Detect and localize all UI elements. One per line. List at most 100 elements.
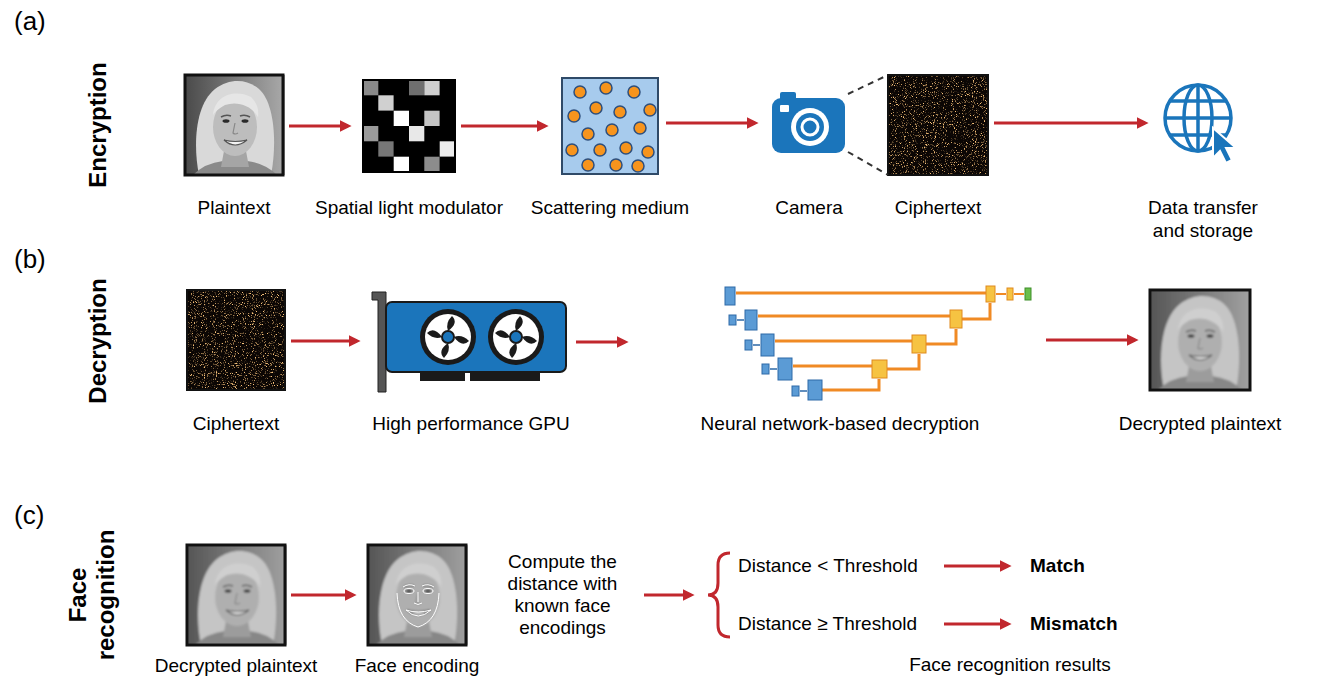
camera-lens: [791, 108, 829, 146]
unet-diagram: [725, 286, 1031, 400]
panel-letter: (a): [14, 6, 46, 37]
encoder-block: [808, 380, 822, 400]
slm-pixel: [409, 126, 424, 141]
camera-icon: [772, 92, 845, 153]
slm-frame: [363, 80, 455, 172]
slm-pixel: [363, 80, 378, 95]
speckle-ground: [187, 290, 285, 390]
slm-pixel: [363, 126, 378, 141]
decoder-block: [872, 360, 887, 378]
scatterer: [582, 159, 594, 171]
scatterer: [566, 144, 578, 156]
flow-arrow: [289, 125, 348, 128]
skip-connection: [775, 340, 912, 343]
haze: [187, 545, 287, 645]
node-caption: Data transfer and storage: [1133, 196, 1273, 242]
face-photo: [185, 75, 285, 175]
encoder-block: [761, 334, 774, 356]
gpu-connector: [470, 372, 540, 381]
condition-text: Distance ≥ Threshold: [738, 613, 917, 635]
photo-frame: [187, 545, 285, 645]
face-image: [1150, 290, 1250, 390]
ciphertext-image: Ciphertext: [187, 290, 285, 390]
flow-arrow: [291, 340, 357, 343]
node-caption: Plaintext: [198, 196, 271, 219]
scattering-medium: [562, 78, 658, 174]
node-caption: Decrypted plaintext: [1119, 412, 1282, 435]
decrypted-image: Decrypted plaintext: [187, 545, 285, 645]
flow-arrow: [461, 125, 545, 128]
node-caption: Ciphertext: [193, 412, 280, 435]
upsample-path: [822, 379, 879, 390]
slm-grid: [363, 80, 455, 172]
slm-background: [363, 80, 455, 172]
encoder-block: [745, 340, 752, 350]
scatterer: [614, 106, 626, 118]
panel-letter: (b): [14, 244, 46, 275]
scatterer: [606, 124, 618, 136]
haze: [368, 545, 468, 645]
gpu-icon: [372, 292, 566, 392]
camera-body: [772, 98, 845, 153]
encoding-image: Face encoding: [368, 545, 466, 645]
flow-arrow: [576, 341, 625, 344]
gpu-connector: [420, 372, 465, 381]
camera-lens: [802, 119, 818, 135]
slm-pixel: [424, 157, 439, 172]
speckle-image: [888, 75, 988, 175]
decoder-block: [950, 310, 962, 328]
ciphertext-image: Ciphertext: [888, 75, 988, 175]
scattering-box: Scattering medium: [560, 76, 660, 176]
scatterer: [574, 86, 586, 98]
scatterer: [590, 102, 602, 114]
section-caption: Face recognition results: [909, 654, 1111, 676]
plaintext-image: Plaintext: [185, 75, 283, 175]
medium-box: [562, 78, 658, 174]
gpu-fan: [420, 309, 476, 365]
output-link: [1014, 293, 1024, 295]
camera-lens: [796, 113, 824, 141]
scatterer: [632, 160, 644, 172]
node-caption: Camera: [775, 196, 843, 219]
network-box: Neural network-based decryption: [640, 285, 1040, 400]
scatterer: [634, 122, 646, 134]
encoded-photo: [368, 545, 468, 645]
scatterer: [642, 146, 654, 158]
panel-letter: (c): [14, 500, 44, 531]
speckle-image: [187, 290, 285, 390]
slm-pixel: [409, 80, 424, 95]
storage-box: Data transfer and storage: [1160, 80, 1246, 166]
slm-pixel: [424, 111, 439, 126]
row-title: Decryption: [84, 256, 112, 426]
node-caption: High performance GPU: [372, 412, 569, 435]
upsample-path: [962, 303, 990, 319]
node-caption: Scattering medium: [531, 196, 689, 219]
flow-arrow: [1046, 339, 1135, 342]
step-note: Compute the distance with known face enc…: [490, 551, 635, 639]
node-caption: Face encoding: [355, 654, 480, 677]
flow-arrow: [994, 122, 1145, 125]
flow-arrow: [644, 594, 691, 597]
decoder-block: [1007, 288, 1013, 300]
cursor-arrow: [1213, 128, 1236, 163]
encoder-block: [792, 386, 799, 396]
photo-frame: [888, 75, 988, 175]
speckle-noise: [888, 75, 988, 175]
photo-frame: [187, 290, 285, 390]
skip-connection: [758, 315, 950, 318]
scatterer: [582, 128, 594, 140]
scatterer: [610, 159, 622, 171]
upsample-path: [887, 354, 919, 369]
decrypted-image: Decrypted plaintext: [1150, 290, 1250, 390]
curly-bracket: [708, 553, 730, 637]
result-text: Match: [1030, 555, 1085, 577]
photo-frame: [368, 545, 466, 645]
decrypted-photo: [187, 545, 287, 645]
camera-flash: [780, 105, 789, 112]
scatterer: [568, 110, 580, 122]
encoder-block: [725, 287, 735, 305]
slm-pixel: [394, 157, 409, 172]
gpu-bracket: [372, 292, 386, 392]
